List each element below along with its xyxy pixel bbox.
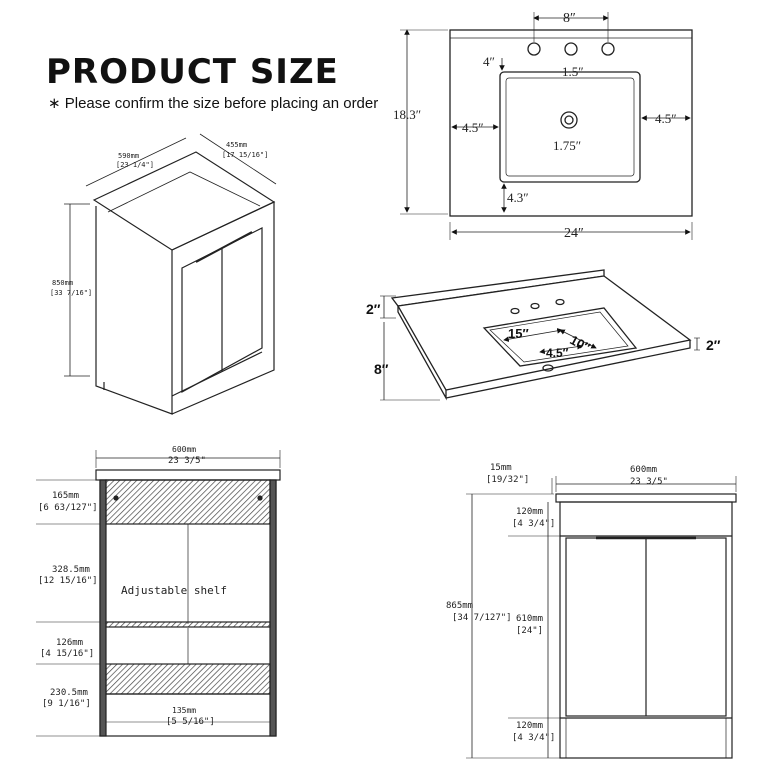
top-drain: 1.75″ — [553, 138, 581, 153]
top-left-gap: 4.5″ — [462, 120, 484, 135]
top-width: 24″ — [564, 226, 584, 241]
iso-cabinet-drawing — [64, 133, 277, 415]
persp-basin-depth: 8″ — [374, 361, 389, 377]
fi-lower-in: [9 1/16"] — [42, 699, 91, 709]
fc-height-in: [34 7/127"] — [452, 613, 512, 623]
top-faucet-spread: 8″ — [563, 11, 576, 26]
fi-upper-mm: 328.5mm — [52, 565, 90, 575]
perspective-top-drawing — [380, 269, 700, 401]
fc-width-mm: 600mm — [630, 465, 657, 475]
persp-basin-offset: 4.5″ — [546, 346, 569, 360]
persp-backsplash: 2″ — [366, 301, 381, 317]
persp-top-thickness: 2″ — [706, 337, 721, 353]
top-right-gap: 4.5″ — [655, 111, 677, 126]
fc-base-in: [4 3/4"] — [512, 733, 555, 743]
page-title: PRODUCT SIZE — [46, 52, 339, 92]
fc-top-mm: 15mm — [490, 463, 512, 473]
iso-depth-mm: 455mm — [226, 141, 247, 149]
fc-door-in: [24"] — [516, 626, 543, 636]
top-faucet-hole: 1.5″ — [562, 64, 584, 79]
fi-upper-in: [12 15/16"] — [38, 576, 98, 586]
fc-width-in: 23 3/5" — [630, 477, 668, 487]
fi-width-mm: 600mm — [172, 445, 196, 454]
fi-drawer-mm: 165mm — [52, 491, 79, 501]
fc-height-mm: 865mm — [446, 601, 473, 611]
fc-drawer-in: [4 3/4"] — [512, 519, 555, 529]
page-subtitle: ∗ Please confirm the size before placing… — [48, 95, 379, 112]
fi-toe-mm: 135mm — [172, 706, 196, 715]
fi-mid-in: [4 15/16"] — [40, 649, 94, 659]
persp-basin-length: 15″ — [508, 326, 529, 341]
front-interior-drawing — [36, 450, 281, 737]
fc-drawer-mm: 120mm — [516, 507, 543, 517]
fi-drawer-in: [6 63/127"] — [38, 503, 98, 513]
fc-base-mm: 120mm — [516, 721, 543, 731]
iso-depth-in: [17 15/16"] — [222, 151, 268, 159]
iso-width-in: [23 1/4"] — [116, 161, 154, 169]
front-closed-drawing — [466, 476, 737, 759]
top-front-gap: 4.3″ — [507, 190, 529, 205]
iso-height-mm: 850mm — [52, 279, 73, 287]
fi-width-in: 23 3/5" — [168, 456, 206, 466]
fi-lower-mm: 230.5mm — [50, 688, 88, 698]
fi-shelf-label: Adjustable shelf — [121, 584, 227, 597]
iso-width-mm: 590mm — [118, 152, 139, 160]
top-view-drawing — [400, 12, 693, 240]
iso-height-in: [33 7/16"] — [50, 289, 92, 297]
fc-top-in: [19/32"] — [486, 475, 529, 485]
fi-mid-mm: 126mm — [56, 638, 83, 648]
fc-door-mm: 610mm — [516, 614, 543, 624]
top-depth: 18.3″ — [393, 107, 421, 122]
top-back-gap: 4″ — [483, 54, 495, 69]
fi-toe-in: [5 5/16"] — [166, 717, 215, 727]
